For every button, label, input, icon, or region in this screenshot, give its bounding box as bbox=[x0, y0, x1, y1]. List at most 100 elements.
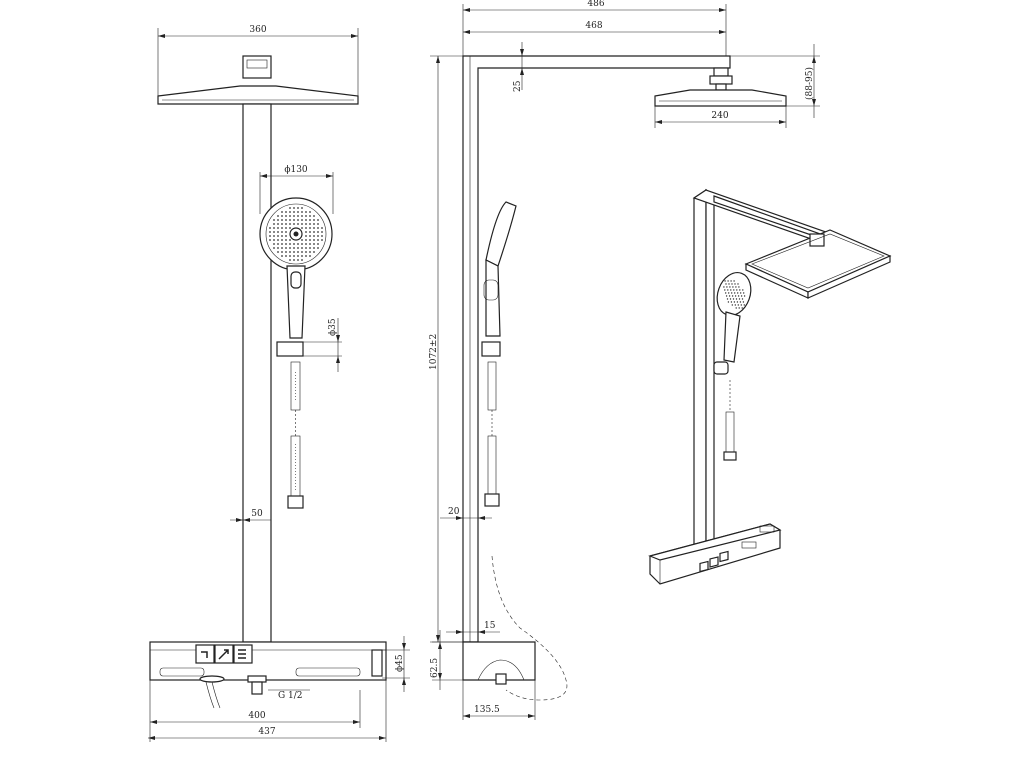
nozzle-dot bbox=[301, 259, 303, 261]
nozzle-dot bbox=[297, 247, 299, 249]
nozzle-dot bbox=[273, 235, 275, 237]
nozzle-dot bbox=[301, 223, 303, 225]
nozzle-dot bbox=[273, 247, 275, 249]
iso-nozzle-dot bbox=[740, 295, 743, 297]
iso-nozzle-dot bbox=[738, 307, 740, 309]
iso-nozzle-dot bbox=[734, 283, 736, 285]
nozzle-dot bbox=[281, 215, 283, 217]
nozzle-dot bbox=[321, 231, 323, 233]
holder-front: ϕ35 bbox=[276, 318, 342, 372]
nozzle-dot bbox=[273, 227, 275, 229]
head-width-label: 240 bbox=[711, 111, 728, 121]
nozzle-dot bbox=[309, 247, 311, 249]
nozzle-dot bbox=[309, 251, 311, 253]
nozzle-dot bbox=[313, 215, 315, 217]
nozzle-dot bbox=[293, 215, 295, 217]
nozzle-dot bbox=[305, 255, 307, 257]
nozzle-dot bbox=[305, 215, 307, 217]
handshower-icon bbox=[218, 649, 229, 660]
console-width-label: 400 bbox=[248, 711, 265, 721]
nozzle-dot bbox=[317, 239, 319, 241]
iso-nozzle-dot bbox=[741, 298, 744, 300]
iso-nozzle-dot bbox=[740, 292, 742, 294]
console-height-label: ϕ45 bbox=[395, 654, 405, 672]
nozzle-dot bbox=[321, 235, 323, 237]
nozzle-dot bbox=[289, 259, 291, 261]
nozzle-dot bbox=[313, 223, 315, 225]
nozzle-dot bbox=[285, 231, 287, 233]
iso-nozzle-dot bbox=[725, 295, 728, 297]
hose-front bbox=[287, 361, 304, 509]
nozzle-dot bbox=[317, 235, 319, 237]
hose-offset-label: 20 bbox=[448, 507, 460, 517]
head-height-label: (88-95) bbox=[804, 67, 815, 100]
iso-nozzle-dot bbox=[726, 298, 729, 300]
iso-nozzle-dot bbox=[731, 292, 733, 294]
iso-nozzle-dot bbox=[725, 283, 727, 285]
nozzle-dot bbox=[297, 251, 299, 253]
hose-route-dashed bbox=[491, 555, 568, 701]
overhead-shower-front bbox=[157, 55, 359, 105]
nozzle-dot bbox=[285, 211, 287, 213]
iso-nozzle-dot bbox=[741, 307, 743, 309]
nozzle-dot bbox=[269, 231, 271, 233]
nozzle-dot bbox=[293, 259, 295, 261]
iso-nozzle-dot bbox=[734, 292, 736, 294]
nozzle-dot bbox=[277, 231, 279, 233]
nozzle-dot bbox=[297, 207, 299, 209]
nozzle-dot bbox=[309, 255, 311, 257]
nozzle-dot bbox=[293, 251, 295, 253]
nozzle-dot bbox=[317, 247, 319, 249]
iso-nozzle-dot bbox=[735, 298, 738, 300]
iso-nozzle-dot bbox=[730, 280, 732, 282]
nozzle-dot bbox=[297, 211, 299, 213]
nozzle-dot bbox=[309, 231, 311, 233]
iso-nozzle-dot bbox=[737, 304, 739, 306]
nozzle-dot bbox=[273, 219, 275, 221]
nozzle-dot bbox=[313, 219, 315, 221]
console-depth-dimension: 135.5 bbox=[462, 680, 536, 720]
iso-nozzle-dot bbox=[742, 289, 744, 291]
nozzle-dot bbox=[317, 243, 319, 245]
head-height-dimension: (88-95) bbox=[730, 44, 820, 118]
nozzle-dot bbox=[273, 239, 275, 241]
nozzle-dot bbox=[313, 251, 315, 253]
iso-nozzle-dot bbox=[726, 286, 728, 288]
nozzle-dot bbox=[305, 251, 307, 253]
console-height-dimension: ϕ45 bbox=[382, 636, 410, 692]
nozzle-dot bbox=[313, 231, 315, 233]
total-height-label: 1072±2 bbox=[429, 334, 439, 370]
nozzle-dot bbox=[309, 219, 311, 221]
nozzle-dot bbox=[273, 223, 275, 225]
nozzle-dot bbox=[277, 247, 279, 249]
nozzle-dot bbox=[301, 219, 303, 221]
nozzle-dot bbox=[281, 243, 283, 245]
nozzle-dot bbox=[313, 227, 315, 229]
nozzle-dot bbox=[289, 211, 291, 213]
bath-icon bbox=[238, 649, 246, 659]
nozzle-dot bbox=[281, 219, 283, 221]
iso-nozzle-dot bbox=[731, 304, 733, 306]
total-height-dimension: 1072±2 bbox=[429, 55, 463, 643]
nozzle-dot bbox=[313, 243, 315, 245]
wall-offset-dimension: 15 bbox=[446, 621, 500, 634]
iso-nozzle-dot bbox=[731, 295, 734, 297]
nozzle-dot bbox=[289, 215, 291, 217]
nozzle-dot bbox=[301, 239, 303, 241]
nozzle-dot bbox=[297, 223, 299, 225]
nozzle-dot bbox=[301, 255, 303, 257]
iso-nozzle-dot bbox=[729, 286, 731, 288]
nozzle-dot bbox=[297, 255, 299, 257]
nozzle-dot bbox=[309, 239, 311, 241]
nozzle-dot bbox=[277, 219, 279, 221]
handshower-nozzles bbox=[269, 207, 323, 261]
iso-view bbox=[648, 188, 892, 585]
iso-nozzle-dot bbox=[733, 301, 736, 303]
nozzle-dot bbox=[281, 211, 283, 213]
nozzle-dot bbox=[273, 243, 275, 245]
nozzle-dot bbox=[289, 239, 291, 241]
iso-nozzle-dot bbox=[742, 301, 745, 303]
side-view: 486 468 25 bbox=[429, 0, 820, 720]
nozzle-dot bbox=[289, 243, 291, 245]
nozzle-dot bbox=[297, 219, 299, 221]
